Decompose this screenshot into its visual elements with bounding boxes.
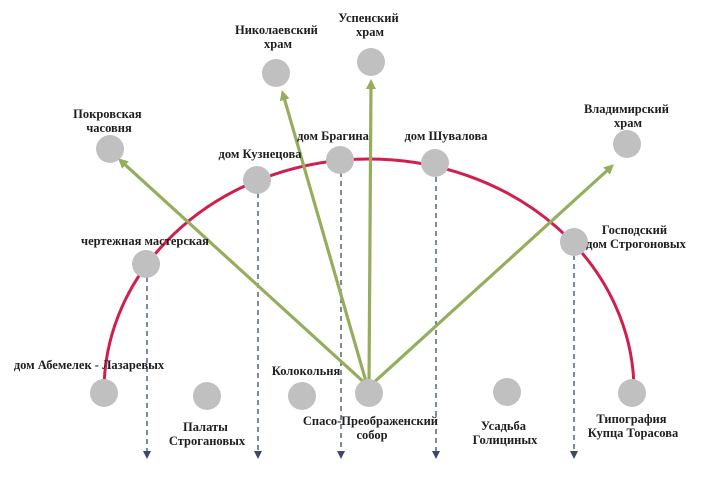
label-pokrovskaya-line2: часовня [86,121,132,135]
label-palaty-line2: Строгановых [169,434,246,448]
label-nikolaevsky-line2: храм [264,37,292,51]
label-pokrovskaya: Покровская часовня [73,107,145,135]
label-uspensky: Успенский храм [338,11,402,39]
label-gospodsky: Господский дом Строгоновых [586,223,687,251]
label-palaty: Палаты Строгановых [169,420,246,448]
label-bragin: дом Брагина [297,129,370,143]
label-chertezhnaya: чертежная мастерская [81,234,209,248]
node-abemelek [90,379,118,407]
node-usadba [493,378,521,406]
node-bragin [326,146,354,174]
green-arrow-to-pokrovskaya [118,158,369,387]
label-uspensky-line2: храм [356,25,384,39]
label-kuznetsov: дом Кузнецова [219,147,303,161]
node-tipografiya [618,379,646,407]
green-arrow-to-nikolaevsky [279,90,369,386]
label-abemelek: дом Абемелек - Лазаревых [14,358,165,372]
label-vladimirsky-line2: храм [614,116,642,130]
label-nikolaevsky-line1: Николаевский [235,23,318,37]
node-gospodsky [560,228,588,256]
label-vladimirsky-line1: Владимирский [584,102,669,116]
label-gospodsky-line2: дом Строгоновых [586,237,687,251]
node-chertezhnaya [132,250,160,278]
label-pokrovskaya-line1: Покровская [73,107,142,121]
node-nikolaevsky [262,59,290,87]
node-shuvalov [421,149,449,177]
label-spaso-line2: собор [356,428,387,442]
label-tipografiya-line1: Типография [596,412,666,426]
node-spaso [355,379,383,407]
label-nikolaevsky: Николаевский храм [235,23,321,51]
node-uspensky [357,48,385,76]
label-kolokolnya: Колокольня [272,364,341,378]
label-usadba: Усадьба Голициных [473,419,539,447]
label-vladimirsky: Владимирский храм [584,102,672,130]
node-vladimirsky [613,130,641,158]
label-tipografiya: Типография Купца Торасова [588,412,679,440]
label-spaso: Спасо-Преображенский собор [303,414,441,442]
label-usadba-line1: Усадьба [481,419,527,433]
label-usadba-line2: Голициных [473,433,539,447]
node-palaty [193,382,221,410]
label-uspensky-line1: Успенский [338,11,398,25]
node-kuznetsov [243,166,271,194]
green-arrow-to-vladimirsky [369,164,614,387]
label-spaso-line1: Спасо-Преображенский [303,414,438,428]
green-arrow-to-uspensky [365,79,376,386]
node-pokrovskaya [96,135,124,163]
label-tipografiya-line2: Купца Торасова [588,426,679,440]
node-kolokolnya [288,382,316,410]
label-palaty-line1: Палаты [183,420,228,434]
label-shuvalov: дом Шувалова [404,129,488,143]
label-gospodsky-line1: Господский [602,223,667,237]
